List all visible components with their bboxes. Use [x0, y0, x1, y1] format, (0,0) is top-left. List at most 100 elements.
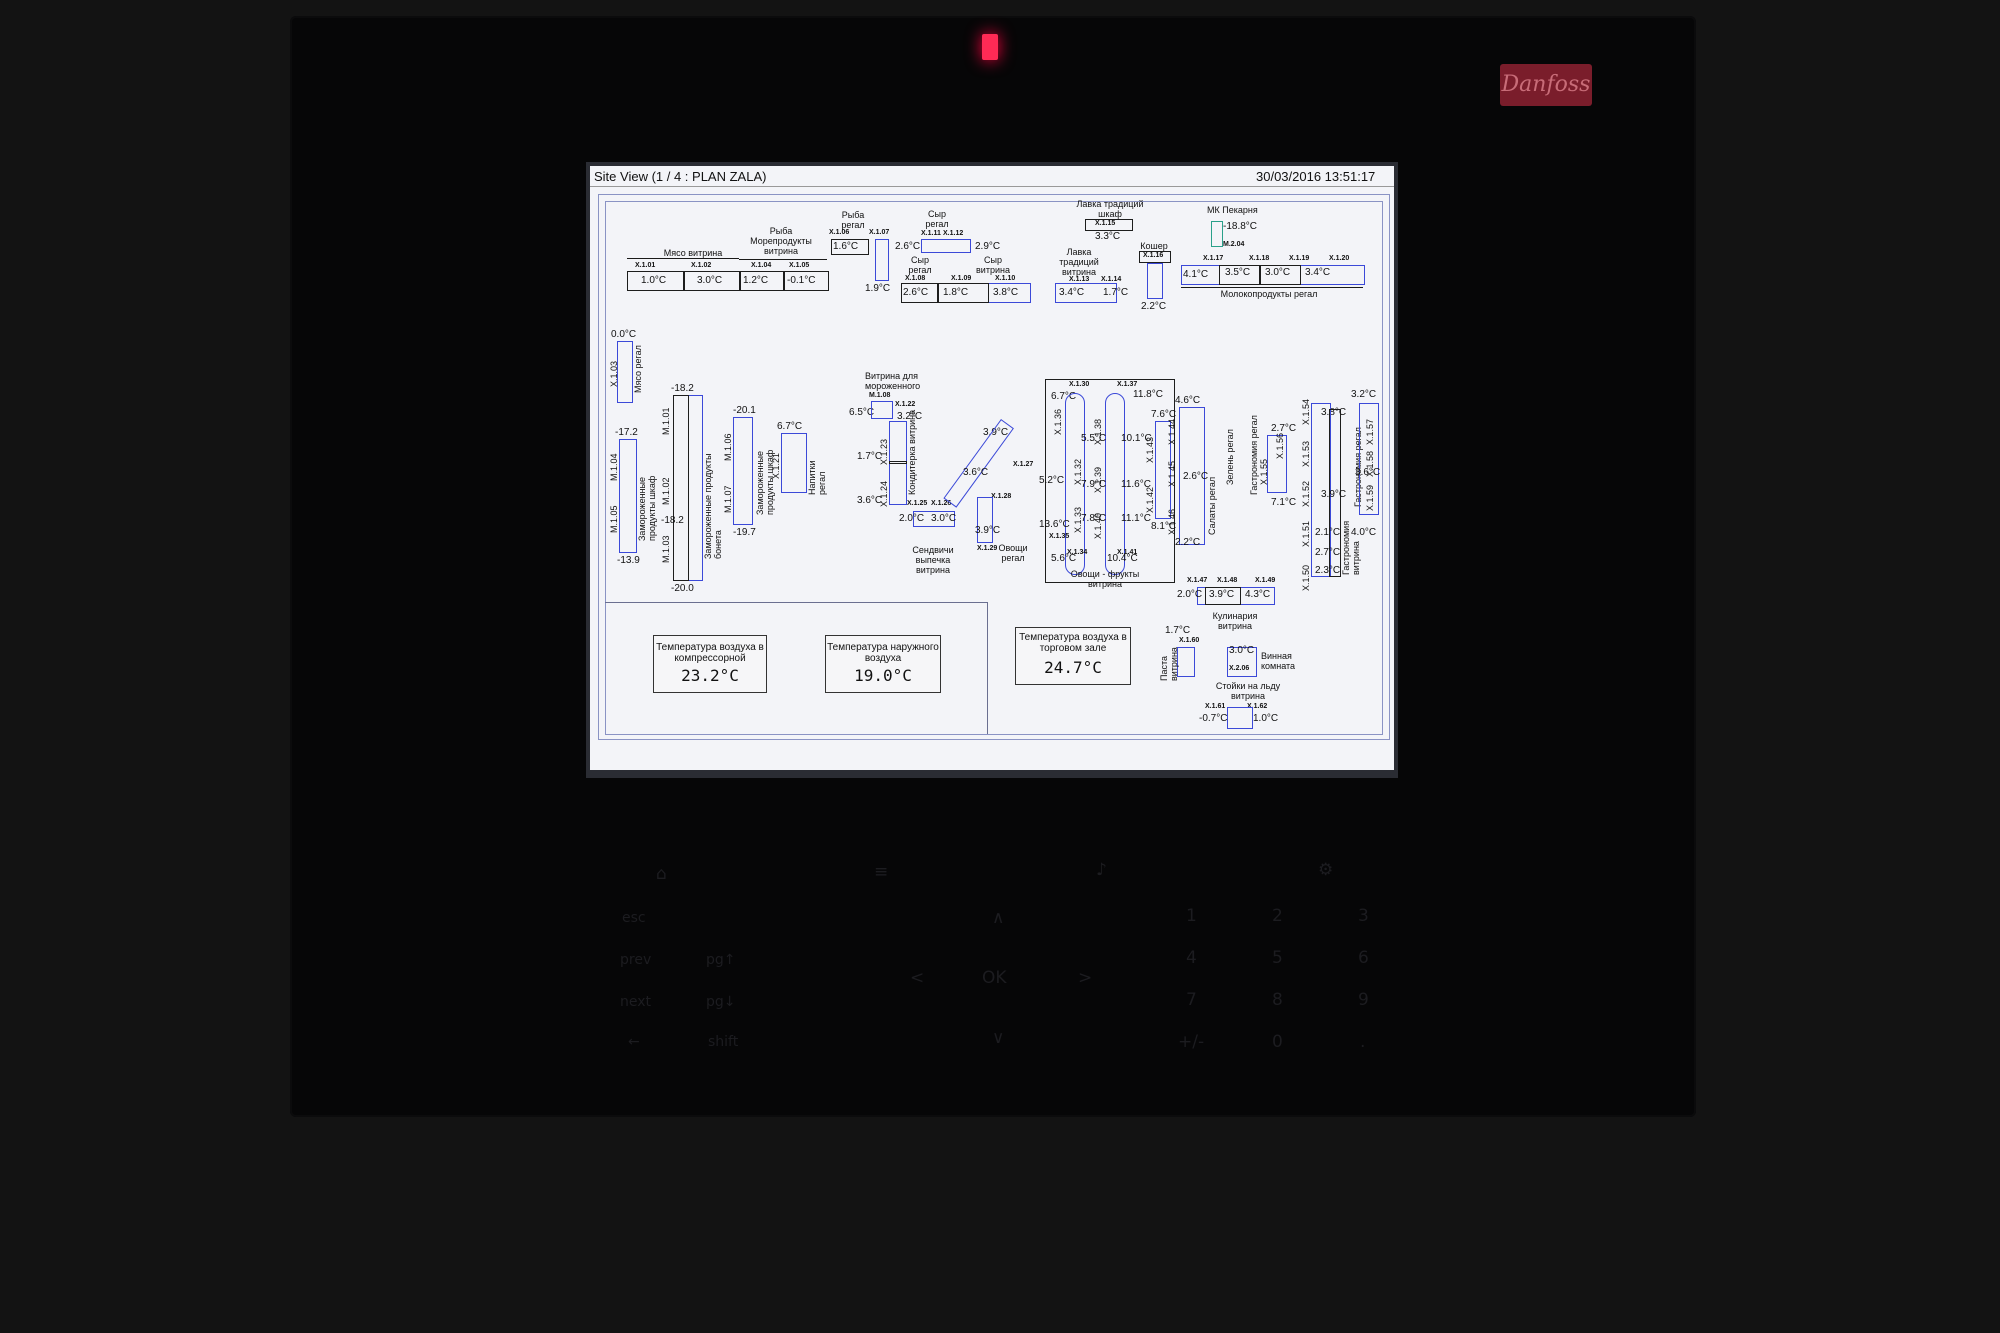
unit-x142[interactable]: X.1.42	[1145, 486, 1155, 513]
unit-x125[interactable]: X.1.25	[907, 500, 928, 507]
unit-x146[interactable]: X.1.46	[1167, 508, 1177, 535]
unit-x128[interactable]: X.1.28	[991, 493, 1012, 500]
key-0[interactable]: 0	[1272, 1032, 1283, 1052]
unit-m204[interactable]: M.2.04	[1223, 241, 1245, 248]
key-prev[interactable]: prev	[620, 952, 652, 968]
unit-m107[interactable]: M.1.07	[723, 485, 733, 513]
case-vinnaya[interactable]	[1227, 647, 1257, 677]
unit-x152[interactable]: X.1.52	[1301, 480, 1311, 507]
key-plusminus[interactable]: +/-	[1178, 1032, 1205, 1052]
key-pgdn[interactable]: pg↓	[706, 994, 736, 1010]
unit-x153[interactable]: X.1.53	[1301, 440, 1311, 467]
key-shift[interactable]: shift	[708, 1034, 739, 1050]
case-sendvichi[interactable]	[913, 511, 955, 527]
case-zamor3[interactable]	[733, 417, 753, 525]
unit-x129[interactable]: X.1.29	[977, 545, 998, 552]
unit-x102[interactable]: X.1.02	[691, 262, 712, 269]
key-ok[interactable]: OK	[982, 968, 1007, 988]
unit-x109[interactable]: X.1.09	[951, 275, 972, 282]
unit-x119[interactable]: X.1.19	[1289, 255, 1310, 262]
unit-x127[interactable]: X.1.27	[1013, 461, 1034, 468]
key-right[interactable]: >	[1078, 968, 1093, 988]
unit-x151[interactable]: X.1.51	[1301, 520, 1311, 547]
unit-x110[interactable]: X.1.10	[995, 275, 1016, 282]
key-5[interactable]: 5	[1272, 948, 1283, 968]
unit-x126[interactable]: X.1.26	[931, 500, 952, 507]
bell-icon[interactable]: ♪	[1096, 860, 1107, 880]
home-icon[interactable]: ⌂	[656, 864, 667, 884]
key-6[interactable]: 6	[1358, 948, 1369, 968]
unit-x143[interactable]: X.1.43	[1145, 436, 1155, 463]
unit-x144[interactable]: X.1.44	[1167, 418, 1177, 445]
unit-x145[interactable]: X.1.45	[1167, 460, 1177, 487]
unit-m103[interactable]: M.1.03	[661, 535, 671, 563]
unit-x115[interactable]: X.1.15	[1095, 220, 1116, 227]
case-right-island[interactable]	[1105, 393, 1125, 575]
unit-x157[interactable]: X.1.57	[1365, 418, 1375, 445]
key-4[interactable]: 4	[1186, 948, 1197, 968]
key-7[interactable]: 7	[1186, 990, 1197, 1010]
unit-x206[interactable]: X.2.06	[1229, 665, 1250, 672]
case-syr-top[interactable]	[921, 239, 971, 253]
case-gastro-regal[interactable]	[1267, 435, 1287, 493]
case-stoyki[interactable]	[1227, 707, 1253, 729]
case-m204[interactable]	[1211, 221, 1223, 247]
key-8[interactable]: 8	[1272, 990, 1283, 1010]
key-esc[interactable]: esc	[622, 910, 646, 926]
key-back[interactable]: ←	[628, 1034, 640, 1050]
unit-x162[interactable]: X.1.62	[1247, 703, 1268, 710]
case-x103[interactable]	[617, 341, 633, 403]
key-2[interactable]: 2	[1272, 906, 1283, 926]
case-x116[interactable]	[1147, 263, 1163, 299]
unit-x155[interactable]: X.1.55	[1259, 458, 1269, 485]
case-gastro-vitrina[interactable]	[1311, 403, 1331, 577]
unit-x113[interactable]: X.1.13	[1069, 276, 1090, 283]
case-gastro-regal2[interactable]	[1359, 403, 1379, 515]
unit-x135[interactable]: X.1.35	[1049, 533, 1070, 540]
unit-x150[interactable]: X.1.50	[1301, 564, 1311, 591]
air-temp-compressor[interactable]: Температура воздуха в компрессорной 23.2…	[653, 635, 767, 693]
case-m108[interactable]	[871, 401, 893, 419]
case-pasta[interactable]	[1177, 647, 1195, 677]
unit-x122[interactable]: X.1.22	[895, 401, 916, 408]
gear-icon[interactable]: ⚙	[1318, 860, 1334, 880]
unit-x116[interactable]: X.1.16	[1143, 252, 1164, 259]
case-salaty[interactable]	[1179, 407, 1205, 545]
case-x143[interactable]	[1155, 421, 1171, 519]
key-next[interactable]: next	[620, 994, 652, 1010]
case-ovoshi-frukty[interactable]	[1045, 379, 1175, 583]
unit-x121[interactable]: X.1.21	[771, 452, 781, 479]
unit-x130[interactable]: X.1.30	[1069, 381, 1090, 388]
case-x121[interactable]	[781, 433, 807, 493]
unit-x137[interactable]: X.1.37	[1117, 381, 1138, 388]
unit-x161[interactable]: X.1.61	[1205, 703, 1226, 710]
unit-x120[interactable]: X.1.20	[1329, 255, 1350, 262]
unit-x160[interactable]: X.1.60	[1179, 637, 1200, 644]
key-left[interactable]: <	[910, 968, 925, 988]
unit-x147[interactable]: X.1.47	[1187, 577, 1208, 584]
case-x106[interactable]	[831, 239, 869, 255]
key-pgup[interactable]: pg↑	[706, 952, 736, 968]
case-x128[interactable]	[977, 497, 993, 543]
unit-x103[interactable]: X.1.03	[609, 360, 619, 387]
menu-icon[interactable]: ≡	[874, 862, 889, 882]
unit-m104[interactable]: M.1.04	[609, 453, 619, 481]
unit-x107[interactable]: X.1.07	[869, 229, 890, 236]
unit-x111[interactable]: X.1.11	[921, 230, 941, 237]
unit-x136[interactable]: X.1.36	[1053, 408, 1063, 435]
key-3[interactable]: 3	[1358, 906, 1369, 926]
unit-m106[interactable]: M.1.06	[723, 433, 733, 461]
unit-x159[interactable]: X.1.59	[1365, 484, 1375, 511]
air-temp-outside[interactable]: Температура наружного воздуха 19.0°C	[825, 635, 941, 693]
unit-x108[interactable]: X.1.08	[905, 275, 926, 282]
case-left-island[interactable]	[1065, 393, 1085, 575]
key-down[interactable]: ∨	[992, 1028, 1005, 1048]
unit-m108[interactable]: M.1.08	[869, 392, 891, 399]
unit-x112[interactable]: X.1.12	[943, 230, 964, 237]
air-temp-hall[interactable]: Температура воздуха в торговом зале 24.7…	[1015, 627, 1131, 685]
unit-x141[interactable]: X.1.41	[1117, 549, 1138, 556]
unit-x134[interactable]: X.1.34	[1067, 549, 1088, 556]
unit-x101[interactable]: X.1.01	[635, 262, 656, 269]
case-x107[interactable]	[875, 239, 889, 281]
unit-x149[interactable]: X.1.49	[1255, 577, 1276, 584]
